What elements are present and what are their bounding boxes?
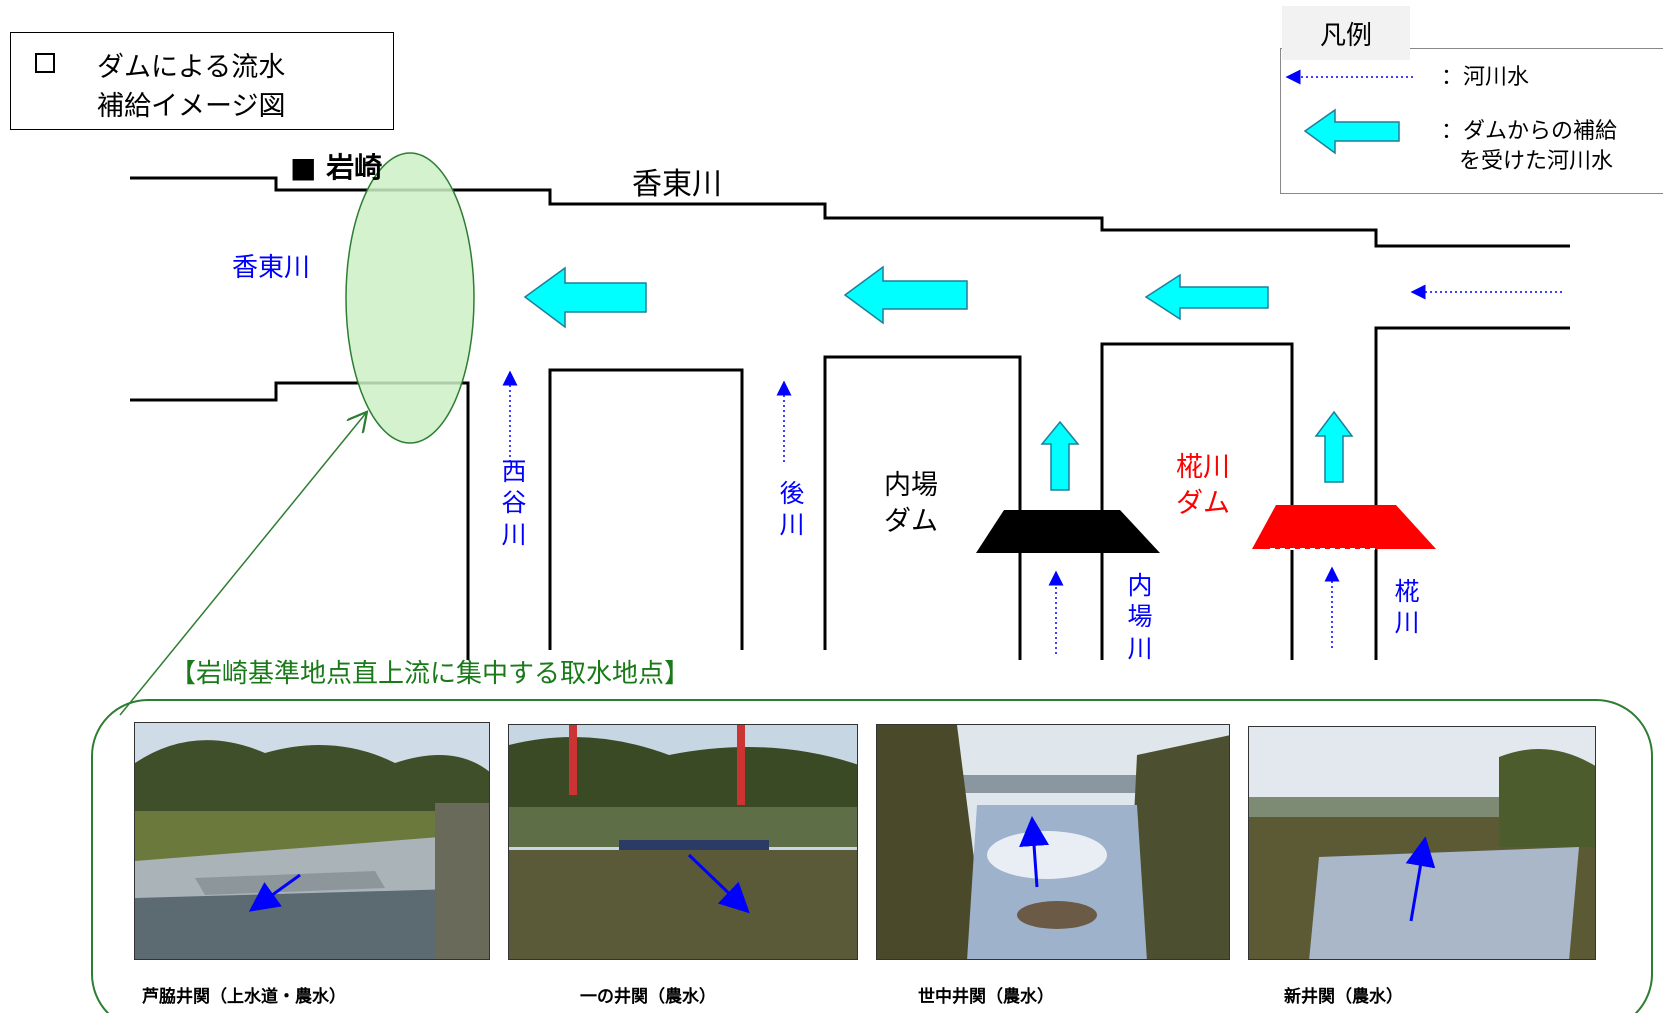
title-box: ダムによる流水 補給イメージ図 bbox=[10, 32, 394, 130]
photo-ichinoi bbox=[508, 724, 858, 960]
iwasaki-label: ■ 岩崎 bbox=[290, 151, 383, 184]
photo-shinii-caption: 新井関（農水） bbox=[1284, 987, 1403, 1007]
supply-arrow-3 bbox=[1144, 273, 1269, 321]
bank-block-3 bbox=[1100, 342, 1294, 660]
photo-yonaka-caption: 世中井関（農水） bbox=[918, 987, 1054, 1007]
bank-block-2 bbox=[823, 355, 1022, 660]
title-line-1: ダムによる流水 bbox=[97, 52, 286, 83]
legend-supplied-line-1: ：ダムからの補給 bbox=[1441, 119, 1618, 144]
naiba-dam-label-2: ダム bbox=[884, 506, 938, 537]
kegawa-river-label: 椛川 bbox=[1394, 577, 1420, 638]
legend-box: ：河川水 ：ダムからの補給 を受けた河川水 bbox=[1280, 48, 1663, 194]
photo-ichinoi-image bbox=[509, 725, 857, 959]
photo-ashiwaki bbox=[134, 722, 490, 960]
kegawa-dam-label-2: ダム bbox=[1176, 488, 1230, 519]
intake-heading: 【岩崎基準地点直上流に集中する取水地点】 bbox=[170, 659, 691, 689]
supply-arrow-1 bbox=[523, 266, 647, 329]
legend-heading: 凡例 bbox=[1282, 6, 1410, 60]
koto-river-left-label: 香東川 bbox=[232, 253, 311, 283]
title-checkbox-icon bbox=[35, 53, 55, 73]
photo-shinii bbox=[1248, 726, 1596, 960]
photo-yonaka-image bbox=[877, 725, 1229, 959]
supply-arrow-2 bbox=[843, 265, 968, 325]
photo-yonaka bbox=[876, 724, 1230, 960]
legend-river-water: ：河川水 bbox=[1441, 65, 1530, 90]
photo-ashiwaki-image bbox=[135, 723, 489, 959]
bank-block-1 bbox=[548, 368, 744, 650]
naiba-river-label: 内場川 bbox=[1127, 571, 1153, 663]
photo-shinii-image bbox=[1249, 727, 1595, 959]
main-river-top-bank bbox=[130, 176, 1570, 248]
kegawa-dam-shape bbox=[1252, 505, 1436, 549]
legend-symbols bbox=[1285, 69, 1413, 155]
intake-photo-frame bbox=[91, 699, 1653, 1013]
photo-ashiwaki-caption: 芦脇井関（上水道・農水） bbox=[142, 987, 346, 1007]
supply-arrow-naiba-up bbox=[1040, 420, 1080, 491]
bank-block-4 bbox=[1374, 326, 1570, 660]
main-river-bottom-bank-left bbox=[130, 381, 470, 660]
supply-arrow-kegawa-up bbox=[1314, 410, 1354, 483]
naiba-dam-shape bbox=[976, 510, 1160, 553]
nishitani-river-label: 西谷川 bbox=[501, 457, 527, 549]
iwasaki-reference-ellipse bbox=[345, 152, 475, 444]
legend-supplied-line-2: を受けた河川水 bbox=[1459, 149, 1614, 174]
koto-river-top-label: 香東川 bbox=[632, 167, 722, 202]
title-line-2: 補給イメージ図 bbox=[97, 91, 286, 122]
kegawa-dam-label-1: 椛川 bbox=[1176, 452, 1230, 483]
ellipse-pointer-line bbox=[119, 413, 366, 716]
ushiro-river-label: 後川 bbox=[779, 479, 805, 540]
photo-ichinoi-caption: 一の井関（農水） bbox=[580, 987, 716, 1007]
naiba-dam-label-1: 内場 bbox=[884, 470, 938, 501]
